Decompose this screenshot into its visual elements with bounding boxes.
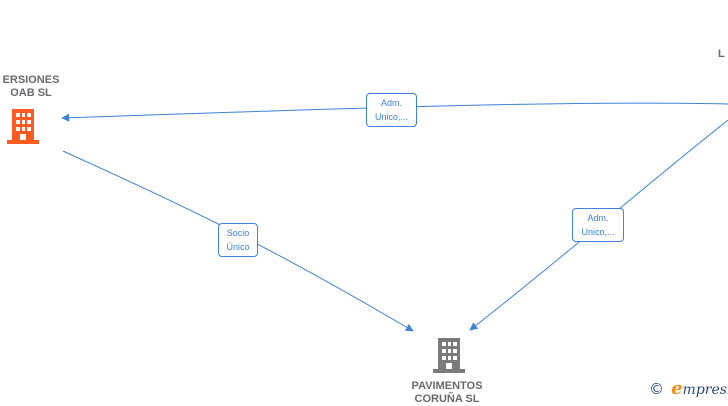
building-icon[interactable] xyxy=(7,109,39,144)
edge-label-line: Socio xyxy=(226,228,250,238)
node-label-right-company[interactable]: L xyxy=(718,48,728,61)
edge-label-line: Adm. xyxy=(587,213,609,223)
node-label-left-company[interactable]: ERSIONES OAB SL xyxy=(0,74,64,100)
edge-label-line: Adm. xyxy=(380,98,402,108)
brand-logo: © empresia xyxy=(649,378,728,399)
edge-label-left-to-bottom[interactable]: Socio Único xyxy=(218,223,258,257)
edge-label-right-to-bottom[interactable]: Adm. Unico,... xyxy=(572,208,624,242)
edge-label-line: Unico,... xyxy=(581,227,615,237)
edge-label-line: Único xyxy=(226,242,250,252)
edge-label-right-to-left[interactable]: Adm. Unico,... xyxy=(366,93,417,127)
node-label-line: L xyxy=(718,48,725,60)
edge-label-line: Unico,... xyxy=(374,112,408,122)
node-label-bottom-company[interactable]: PAVIMENTOS CORUÑA SL xyxy=(400,380,494,406)
brand-logo-initial: e xyxy=(671,378,683,399)
building-icon[interactable] xyxy=(433,338,465,373)
node-label-line: ERSIONES xyxy=(2,74,60,86)
brand-logo-text: mpresia xyxy=(682,382,728,398)
copyright-symbol: © xyxy=(649,380,664,398)
edge-right-to-left xyxy=(61,102,728,122)
node-label-line: PAVIMENTOS xyxy=(411,380,483,392)
edge-left-to-bottom xyxy=(62,150,414,332)
node-label-line: OAB SL xyxy=(10,87,52,99)
